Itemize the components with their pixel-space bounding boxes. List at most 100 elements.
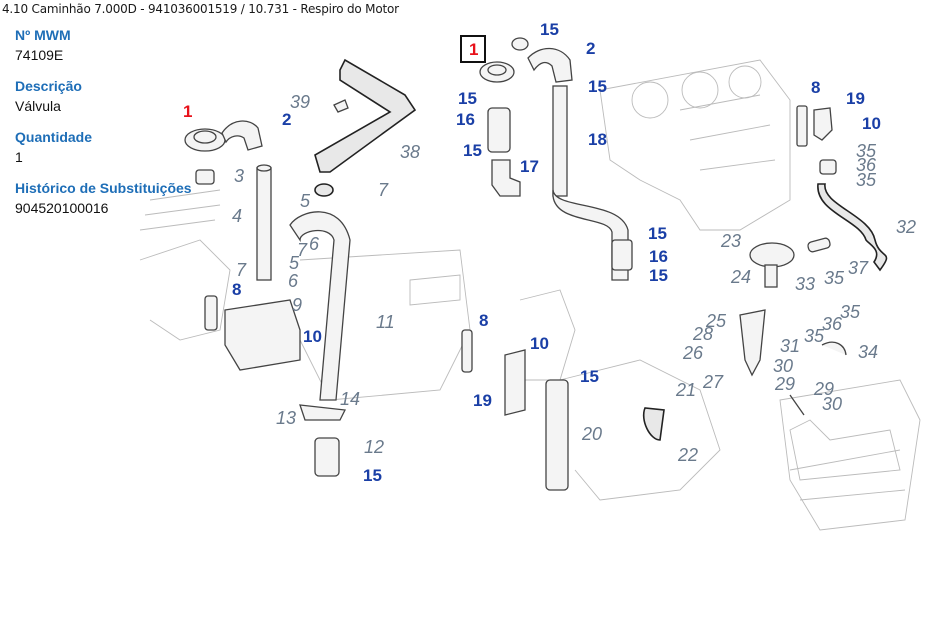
callout-part-5[interactable]: 5 [289,253,300,273]
breather-part-23 [749,242,795,268]
callout-part-12[interactable]: 12 [364,437,384,457]
spring-part-29 [789,394,805,416]
callout-part-10[interactable]: 10 [303,327,322,346]
callout-part-15[interactable]: 15 [458,89,477,108]
plug-part-3 [195,169,215,185]
callout-part-5[interactable]: 5 [300,191,311,211]
callout-part-29[interactable]: 29 [774,374,795,394]
callout-part-1[interactable]: 1 [183,102,192,121]
hose-part-16b [611,239,633,271]
callout-part-23[interactable]: 23 [720,231,741,251]
callout-part-8[interactable]: 8 [811,78,820,97]
tube-top [256,164,272,172]
callout-part-33[interactable]: 33 [795,274,815,294]
callout-part-30[interactable]: 30 [773,356,793,376]
plug-part-39 [333,99,349,113]
callout-part-6[interactable]: 6 [309,234,320,254]
callout-part-18[interactable]: 18 [588,130,607,149]
tank-part-9 [224,299,301,371]
detail-replacement-history: Histórico de Substituições 904520100016 [15,179,215,217]
callout-part-24[interactable]: 24 [730,267,751,287]
detail-value: Válvula [15,98,61,114]
callout-part-3[interactable]: 3 [234,166,244,186]
middle-breather-assembly [461,37,665,491]
callout-part-7[interactable]: 7 [297,240,308,260]
callout-part-13[interactable]: 13 [276,408,296,428]
callout-part-2[interactable]: 2 [586,39,595,58]
callout-part-35[interactable]: 35 [856,170,877,190]
callout-part-36[interactable]: 36 [822,314,843,334]
callout-part-17[interactable]: 17 [520,157,539,176]
callout-part-1[interactable]: 1 [469,40,478,59]
callout-part-37[interactable]: 37 [848,258,869,278]
callout-part-35[interactable]: 35 [856,141,877,161]
tube-part-37 [807,237,831,253]
callout-part-20[interactable]: 20 [581,424,602,444]
callout-part-35[interactable]: 35 [824,268,845,288]
detail-label: Descrição [15,78,82,94]
callout-part-15[interactable]: 15 [463,141,482,160]
callout-part-19[interactable]: 19 [846,89,865,108]
gasket-part-8c [796,105,808,147]
callout-part-8[interactable]: 8 [232,280,241,299]
callout-part-9[interactable]: 9 [292,295,302,315]
tube-part-20 [545,379,569,491]
callout-part-36[interactable]: 36 [856,155,877,175]
callout-part-11[interactable]: 11 [376,312,395,332]
callout-part-6[interactable]: 6 [288,271,299,291]
callout-part-15[interactable]: 15 [648,224,667,243]
callout-part-35[interactable]: 35 [804,326,825,346]
callout-part-2[interactable]: 2 [282,110,291,129]
callout-part-22[interactable]: 22 [677,445,698,465]
callout-part-14[interactable]: 14 [340,389,360,409]
callout-part-7[interactable]: 7 [236,260,247,280]
elbow-part-2 [527,47,573,83]
callout-part-10[interactable]: 10 [530,334,549,353]
callout-part-10[interactable]: 10 [862,114,881,133]
hose-part-16 [487,107,511,153]
callout-part-4[interactable]: 4 [232,206,242,226]
detail-label: Nº MWM [15,27,71,43]
tube-part-18 [552,85,568,197]
seal-part-7 [314,183,334,197]
callout-part-21[interactable]: 21 [675,380,696,400]
callout-part-32[interactable]: 32 [896,217,916,237]
callout-part-15[interactable]: 15 [588,77,607,96]
elbow-part-17 [491,159,521,197]
right-breather-assembly [739,105,901,481]
detail-quantity: Quantidade 1 [15,128,215,166]
callout-part-35[interactable]: 35 [840,302,861,322]
neck-part-33 [764,264,778,288]
hose-part-11 [289,211,351,401]
callout-part-39[interactable]: 39 [290,92,310,112]
callout-part-15[interactable]: 15 [540,20,559,39]
callout-part-19[interactable]: 19 [473,391,492,410]
callout-part-38[interactable]: 38 [400,142,420,162]
callout-part-15[interactable]: 15 [649,266,668,285]
pipe-part-38 [314,58,417,173]
separator-part-25 [739,309,766,377]
clip-part-34 [821,341,847,356]
callout-part-8[interactable]: 8 [479,311,488,330]
callout-part-16[interactable]: 16 [456,110,475,129]
clamp-part-22 [642,407,665,441]
gasket-part-8 [204,295,218,331]
callout-part-31[interactable]: 31 [780,336,800,356]
callout-part-27[interactable]: 27 [702,372,724,392]
callout-part-29[interactable]: 29 [813,379,834,399]
callout-part-30[interactable]: 30 [822,394,842,414]
detail-value: 74109E [15,47,64,63]
detail-label: Quantidade [15,129,93,145]
detail-value: 1 [15,149,23,165]
callout-part-15[interactable]: 15 [580,367,599,386]
callout-part-28[interactable]: 28 [692,324,713,344]
callout-part-15[interactable]: 15 [363,466,382,485]
callout-part-16[interactable]: 16 [649,247,668,266]
callout-part-26[interactable]: 26 [682,343,704,363]
callout-part-34[interactable]: 34 [858,342,878,362]
oil-pan-sketch [789,419,901,481]
callout-part-25[interactable]: 25 [705,311,727,331]
detail-mwm-number: Nº MWM 74109E [15,26,215,64]
callout-part-7[interactable]: 7 [378,180,389,200]
